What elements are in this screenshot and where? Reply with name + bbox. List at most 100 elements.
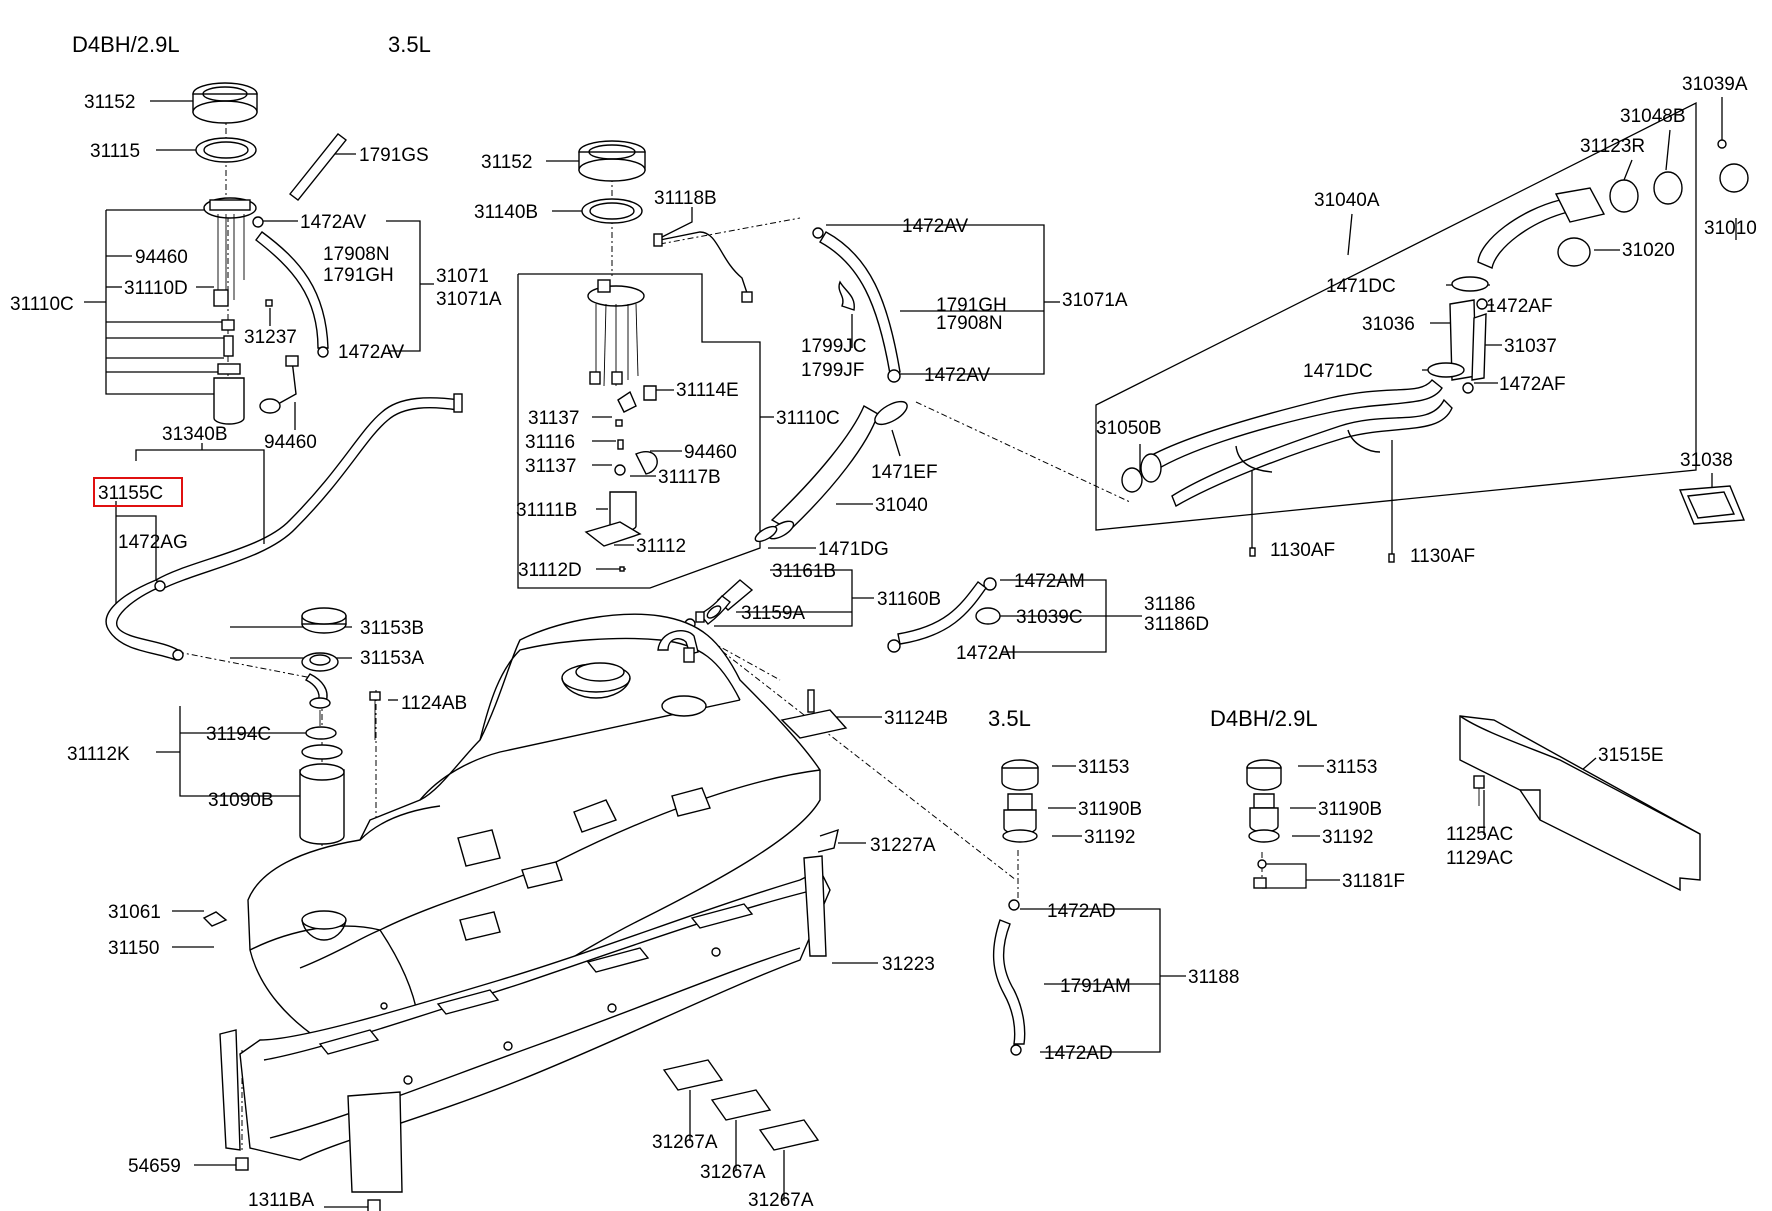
part-number-label: 1472AG xyxy=(118,532,188,553)
engine-variant-header: 3.5L xyxy=(388,32,431,57)
part-number-label: 31153A xyxy=(360,648,424,669)
part-number-label: 31050B xyxy=(1096,418,1162,439)
ring-icon xyxy=(301,652,339,672)
part-number-label: 31112 xyxy=(636,536,686,557)
part-number-label: 31137 xyxy=(528,408,579,429)
part-number-label: 1472AV xyxy=(924,365,991,386)
part-number-label: 1472AM xyxy=(1014,571,1085,592)
engine-variant-header: D4BH/2.9L xyxy=(72,32,180,57)
part-number-label: 31071A xyxy=(1062,290,1128,311)
part-number-label: 31161B xyxy=(772,561,836,582)
part-number-label: 31190B xyxy=(1078,799,1142,820)
part-number-label: 1130AF xyxy=(1270,540,1335,561)
highlight-box-31155c xyxy=(93,477,183,507)
part-number-label: 1130AF xyxy=(1410,546,1475,567)
part-number-label: 1471DG xyxy=(818,539,889,560)
valve-stack-35l xyxy=(992,759,1039,1056)
part-number-label: 31153B xyxy=(360,618,424,639)
gasket-icon xyxy=(581,198,643,224)
part-number-label: 1799JC xyxy=(801,336,867,357)
part-number-label: 1472AF xyxy=(1499,374,1566,395)
part-number-label: 31159A xyxy=(741,603,805,624)
part-number-label: 1791GH xyxy=(323,265,394,286)
part-number-label: 31037 xyxy=(1504,336,1557,357)
fuel-pump-module-middle xyxy=(584,279,658,572)
part-number-label: 31194C xyxy=(206,724,271,745)
part-number-label: 31181F xyxy=(1342,871,1405,892)
part-number-label: 31267A xyxy=(652,1132,718,1153)
part-number-label: 31137 xyxy=(525,456,576,477)
part-number-label: 31124B xyxy=(884,708,948,729)
lock-ring-icon xyxy=(578,140,646,182)
part-number-label: 1311BA xyxy=(248,1190,315,1211)
part-number-label: 31116 xyxy=(525,432,575,453)
part-number-label: 31048B xyxy=(1620,106,1686,127)
part-number-label: 1124AB xyxy=(401,693,467,714)
part-number-label: 31340B xyxy=(162,424,228,445)
part-number-label: 31186 xyxy=(1144,594,1195,615)
part-number-label: 31267A xyxy=(700,1162,766,1183)
part-number-label: 31110C xyxy=(776,408,840,429)
part-number-label: 31160B xyxy=(877,589,941,610)
part-number-label: 31111B xyxy=(516,500,577,521)
part-number-label: 1472AF xyxy=(1486,296,1553,317)
heat-shield xyxy=(1459,715,1701,892)
part-number-label: 1472AI xyxy=(956,643,1016,664)
ring-icon xyxy=(301,607,347,634)
part-number-label: 1791GS xyxy=(359,145,429,166)
tank-guard xyxy=(219,855,831,1193)
lock-ring-icon xyxy=(192,82,258,124)
header-layer: D4BH/2.9L 3.5L 3.5L D4BH/2.9L xyxy=(72,32,1318,731)
part-number-label: 1471DC xyxy=(1326,276,1396,297)
part-number-label: 31090B xyxy=(208,790,274,811)
part-number-label: 31020 xyxy=(1622,240,1675,261)
part-number-label: 1471DC xyxy=(1303,361,1373,382)
leader-lines xyxy=(84,97,1737,1208)
part-number-label: 1472AV xyxy=(902,216,969,237)
part-number-label: 31039A xyxy=(1682,74,1748,95)
part-number-label: 31061 xyxy=(108,902,161,923)
part-number-label: 31192 xyxy=(1322,827,1373,848)
part-number-label: 31110D xyxy=(124,278,188,299)
part-number-label: 31118B xyxy=(654,188,717,209)
part-number-label: 17908N xyxy=(936,313,1003,334)
part-number-label: 31190B xyxy=(1318,799,1382,820)
part-number-label: 31152 xyxy=(84,92,135,113)
part-number-label: 1472AV xyxy=(338,342,405,363)
part-number-label: 31152 xyxy=(481,152,532,173)
part-number-label: 94460 xyxy=(684,442,737,463)
part-shapes xyxy=(105,82,1749,1211)
part-number-label: 31117B xyxy=(658,467,721,488)
part-number-label: 1471EF xyxy=(871,462,938,483)
part-number-label: 1472AD xyxy=(1047,901,1116,922)
part-number-label: 31010 xyxy=(1704,218,1757,239)
part-number-label: 31039C xyxy=(1016,607,1083,628)
part-number-label: 31140B xyxy=(474,202,538,223)
part-number-label: 31071 xyxy=(436,266,489,287)
part-number-label: 31123R xyxy=(1580,136,1645,157)
part-number-label: 31188 xyxy=(1188,967,1239,988)
part-number-label: 31115 xyxy=(90,141,140,162)
part-number-label: 31040A xyxy=(1314,190,1380,211)
part-number-label: 31071A xyxy=(436,289,502,310)
part-number-label: 31155C xyxy=(98,483,163,504)
part-number-label: 1125AC xyxy=(1446,824,1513,845)
fuel-tank xyxy=(202,613,821,1050)
part-number-label: 31192 xyxy=(1084,827,1135,848)
engine-variant-header: 3.5L xyxy=(988,706,1031,731)
filler-neck-assembly xyxy=(1121,139,1749,508)
part-number-label: 17908N xyxy=(323,244,390,265)
part-number-label: 54659 xyxy=(128,1156,181,1177)
part-number-label: 31040 xyxy=(875,495,928,516)
part-number-label: 31036 xyxy=(1362,314,1415,335)
part-number-label: 31110C xyxy=(10,294,74,315)
engine-variant-header: D4BH/2.9L xyxy=(1210,706,1318,731)
part-number-label: 31153 xyxy=(1326,757,1377,778)
part-number-label: 31237 xyxy=(244,327,297,348)
part-number-label: 1799JF xyxy=(801,360,864,381)
fuel-pump-module-left xyxy=(203,197,257,425)
part-number-label: 31112D xyxy=(518,560,582,581)
filler-tube xyxy=(767,400,908,540)
part-number-label: 1129AC xyxy=(1446,848,1513,869)
